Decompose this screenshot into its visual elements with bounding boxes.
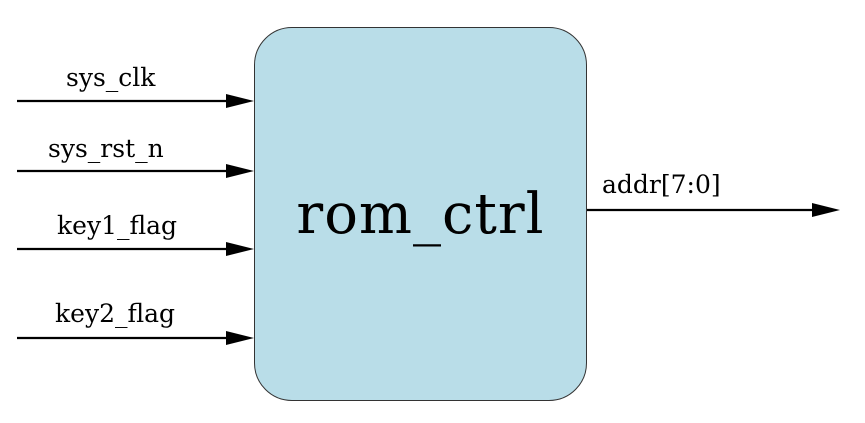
input-label-sys-rst-n: sys_rst_n [48, 134, 164, 163]
module-name: rom_ctrl [296, 181, 545, 247]
input-arrow-sys-rst-n [17, 164, 254, 178]
input-arrow-sys-clk [17, 94, 254, 108]
output-label-addr: addr[7:0] [602, 170, 721, 199]
input-label-key1-flag: key1_flag [57, 211, 178, 240]
module-block [254, 27, 587, 401]
input-label-sys-clk: sys_clk [66, 63, 156, 92]
input-arrow-key2-flag [17, 331, 254, 345]
input-arrow-key1-flag [17, 242, 254, 256]
output-arrow-addr [587, 203, 840, 217]
input-label-key2-flag: key2_flag [55, 299, 176, 328]
